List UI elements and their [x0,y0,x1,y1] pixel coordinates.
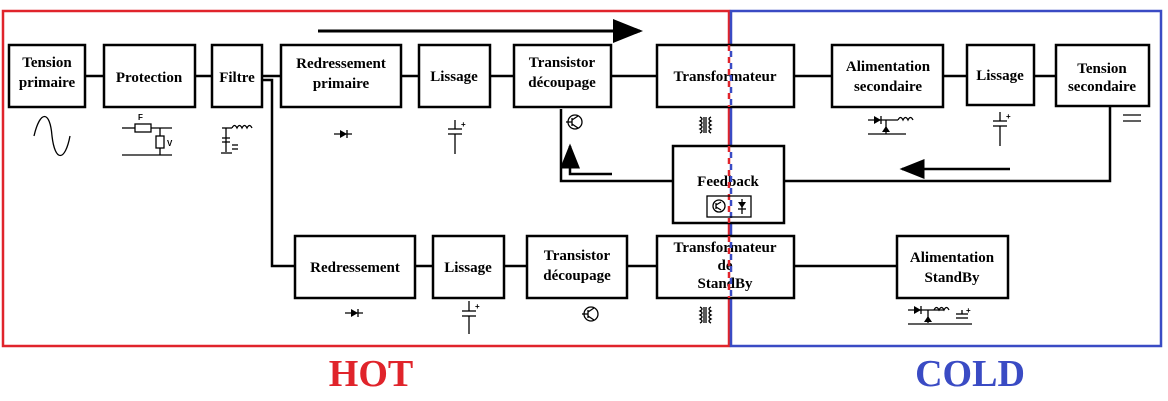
feedback-up-arrow [560,143,612,176]
capacitor-icon: + [993,112,1011,146]
fuse-varistor-icon: F V [122,113,173,156]
transistor-icon [582,306,599,322]
optocoupler-icon [706,195,752,218]
rectifier-filter-icon: + [908,306,972,325]
block-transformateur: Transformateur [655,43,796,109]
svg-text:Transformateur: Transformateur [673,69,776,85]
svg-text:Lissage: Lissage [430,69,478,85]
hot-zone-label: HOT [329,353,413,395]
svg-text:+: + [1006,112,1011,121]
block-protection: Protection [102,43,197,109]
transformer-icon [698,306,713,324]
svg-text:F: F [138,113,143,122]
block-lissage-primaire: Lissage [417,43,492,109]
svg-text:+: + [475,302,480,311]
sine-wave-icon [33,115,71,157]
svg-text:Lissage: Lissage [444,260,492,276]
svg-text:Filtre: Filtre [219,70,255,86]
svg-text:+: + [461,120,466,129]
block-lissage-standby: Lissage [431,234,506,300]
lc-filter-icon [221,124,253,154]
rectifier-filter-icon [868,116,914,135]
block-filtre: Filtre [210,43,264,109]
capacitor-icon: + [448,120,466,154]
svg-text:Redressement: Redressement [310,260,400,276]
transformer-icon [698,116,713,134]
capacitor-icon: + [462,301,480,334]
wires [85,74,1112,268]
svg-text:V: V [167,139,173,148]
diode-icon [334,130,352,138]
cold-zone-label: COLD [915,353,1025,395]
svg-text:Lissage: Lissage [976,68,1024,84]
transistor-icon [566,114,583,130]
svg-text:Protection: Protection [116,70,183,86]
block-lissage-secondaire: Lissage [965,43,1036,107]
svg-text:+: + [966,306,971,315]
dc-symbol-icon [1123,114,1141,122]
diode-icon [345,309,363,317]
zone-boundary-overlay [727,45,733,298]
block-redressement: Redressement [293,234,417,300]
